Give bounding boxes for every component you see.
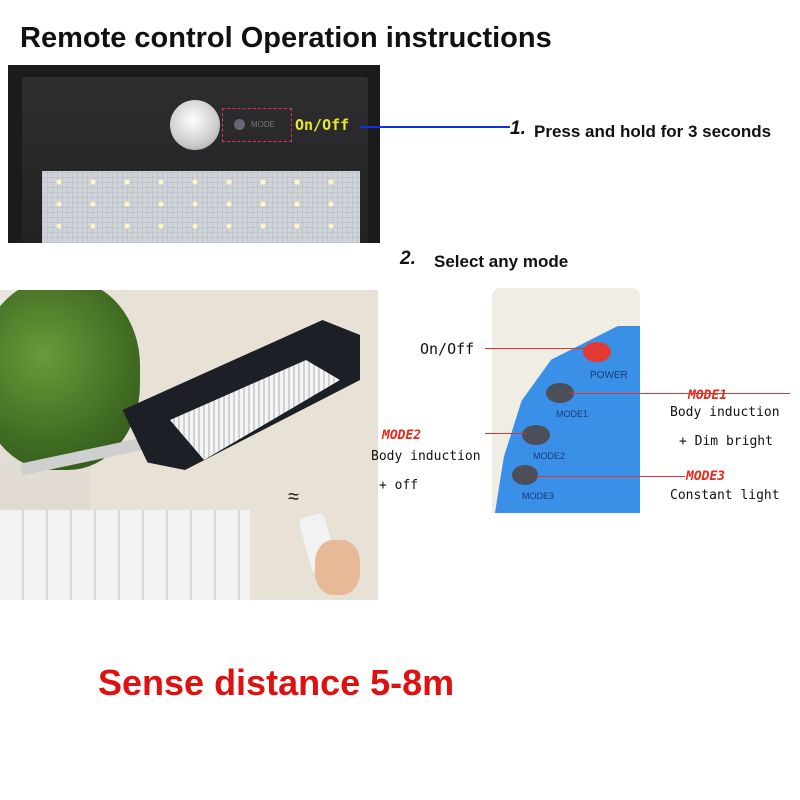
mode2-callout-line1: Body induction: [371, 449, 481, 464]
mode3-callout-line1: Constant light: [670, 488, 780, 503]
mode1-leader-line: [570, 393, 790, 394]
wifi-signal-icon: ≈: [288, 486, 299, 508]
sense-distance-text: Sense distance 5-8m: [98, 662, 455, 703]
power-button[interactable]: [583, 342, 611, 362]
tree: [0, 290, 140, 470]
mode1-callout-line1: Body induction: [670, 405, 780, 420]
mode3-button-label: MODE3: [522, 491, 555, 501]
mode2-callout-line2: + off: [379, 478, 419, 493]
step2-text: Select any mode: [434, 252, 569, 271]
power-callout: On/Off: [420, 340, 475, 358]
hand: [315, 540, 360, 595]
mode3-leader-line: [535, 476, 685, 477]
lamp-closeup-photo: MODE On/Off: [8, 65, 380, 243]
led-array: [42, 171, 360, 243]
mode2-leader-line: [485, 433, 527, 434]
mode1-callout-line2: + Dim bright: [679, 434, 773, 449]
mode2-callout-title: MODE2: [382, 428, 422, 443]
mode3-button[interactable]: [512, 465, 538, 485]
remote-blue-panel: [494, 326, 640, 513]
mode1-button[interactable]: [546, 383, 574, 403]
step1-number: 1.: [510, 118, 526, 139]
on-off-callout: On/Off: [295, 116, 350, 134]
power-button-label: POWER: [590, 370, 628, 381]
mode1-callout-title: MODE1: [688, 388, 728, 403]
page-title: Remote control Operation instructions: [20, 22, 552, 54]
power-leader-line: [485, 348, 590, 349]
street-lamp-photo: ≈: [0, 290, 378, 600]
wall: [0, 510, 250, 600]
mode2-button[interactable]: [522, 425, 550, 445]
mode-button-highlight: MODE: [222, 108, 292, 142]
mode-button-label: MODE: [251, 120, 275, 129]
step1-text: Press and hold for 3 seconds: [534, 122, 772, 141]
mode-button: [234, 119, 245, 130]
step2-number: 2.: [400, 248, 416, 269]
leader-line: [360, 126, 510, 128]
mode1-button-label: MODE1: [556, 409, 589, 419]
pir-sensor: [170, 100, 220, 150]
mode3-callout-title: MODE3: [686, 469, 726, 484]
mode2-button-label: MODE2: [533, 451, 566, 461]
